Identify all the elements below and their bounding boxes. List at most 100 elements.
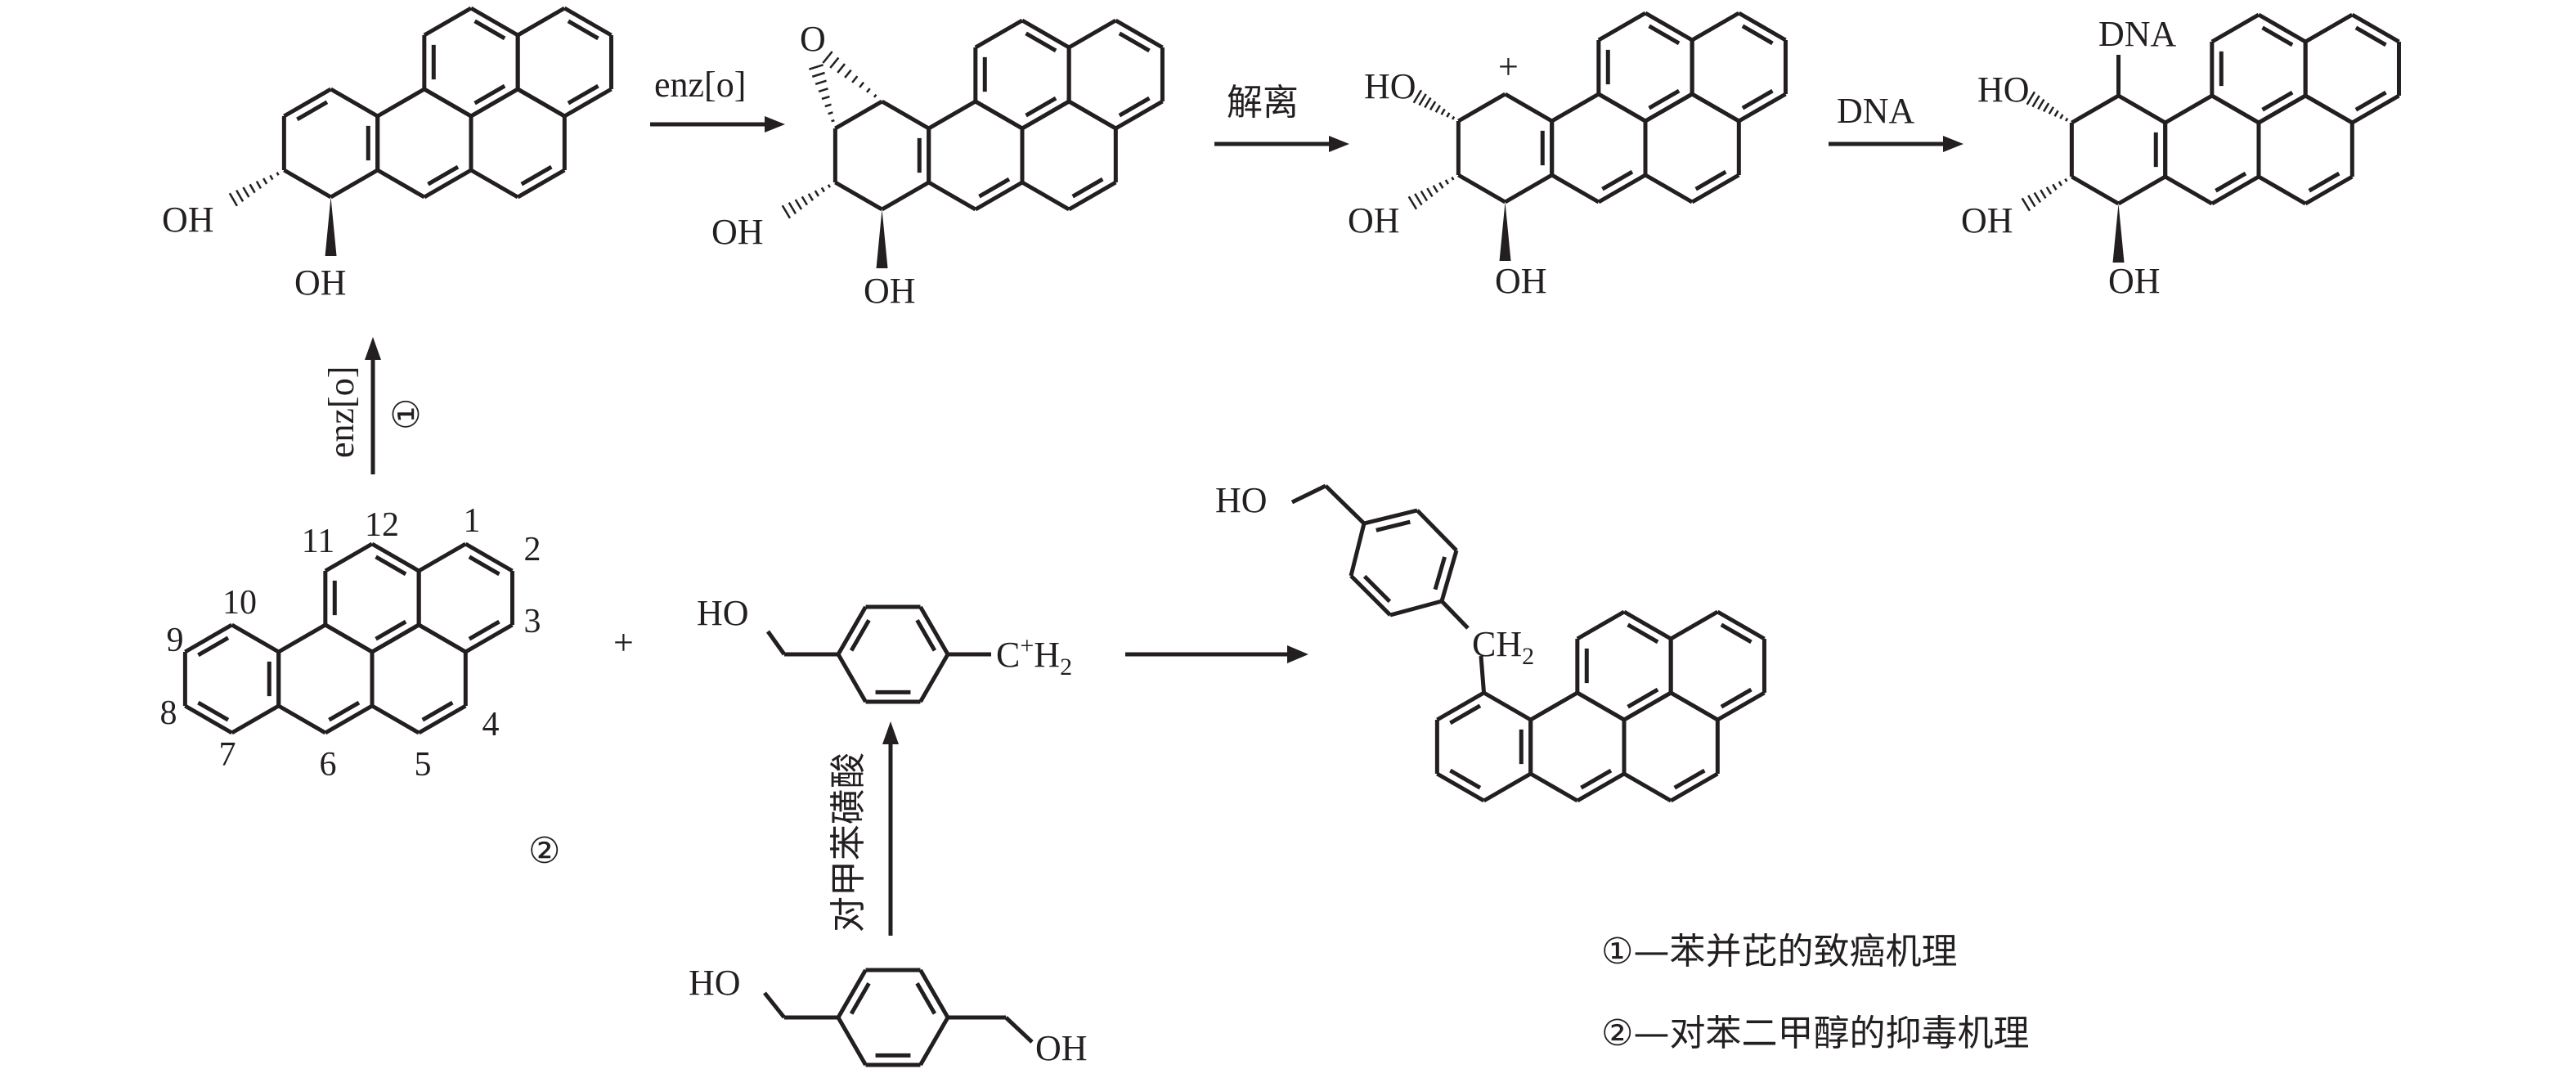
hash-stroke <box>821 95 830 101</box>
ring-bond <box>1067 180 1117 212</box>
ring-bond <box>1576 690 1626 722</box>
hash-stroke <box>1412 89 1423 104</box>
double-bond-line <box>2215 171 2247 193</box>
hash-stroke <box>811 71 825 78</box>
ring-bond <box>2210 93 2260 125</box>
hash-stroke <box>788 201 797 215</box>
product-ch: CH <box>1472 624 1522 664</box>
ring-bond <box>1669 771 1719 803</box>
ring-bond <box>324 541 374 573</box>
hash-stroke <box>1451 176 1455 181</box>
ring-bond <box>836 1016 868 1067</box>
product-ho: HO <box>1215 480 1268 520</box>
wedge-bond <box>1499 202 1511 261</box>
ring-bond <box>2210 174 2260 206</box>
ring-bond <box>1690 92 1740 124</box>
hash-stroke <box>1418 93 1427 106</box>
bond <box>1004 1016 1034 1044</box>
ring-bond <box>370 541 420 573</box>
ring-bond <box>330 87 379 119</box>
ring-bond <box>1644 11 1694 43</box>
ring-bond <box>231 622 280 654</box>
s2-epoxide-o: O <box>800 19 826 59</box>
hash-stroke <box>781 204 792 219</box>
hash-stroke <box>794 199 803 210</box>
arrows <box>370 121 1951 936</box>
position-number-3: 3 <box>524 603 541 640</box>
double-bond-line <box>1433 556 1447 591</box>
ring-bond <box>376 87 426 119</box>
hash-stroke <box>824 103 832 108</box>
ring-bond <box>1363 508 1418 526</box>
bond <box>1479 655 1487 694</box>
ring-bond <box>1597 11 1647 43</box>
ring-bond <box>1622 771 1672 803</box>
bond-lines <box>182 6 2401 1067</box>
ring-bond <box>836 653 868 703</box>
bond <box>1324 484 1366 525</box>
position-number-5: 5 <box>415 746 432 784</box>
ring-bond <box>1738 11 1787 43</box>
ring-bond <box>1416 509 1458 552</box>
double-bond-line <box>1673 768 1706 790</box>
ring-bond <box>974 180 1024 212</box>
double-bond-line <box>1449 703 1482 725</box>
s2-oh-wedge: OH <box>864 271 916 311</box>
hash-stroke <box>2033 191 2042 204</box>
hash-stroke <box>807 193 815 201</box>
cation-charge: + <box>1020 632 1034 659</box>
hashed-bond <box>228 172 280 207</box>
ring-bond <box>1349 574 1392 617</box>
hash-stroke <box>263 177 268 185</box>
arrow3-label: DNA <box>1837 91 1915 131</box>
ring-bond <box>330 168 379 200</box>
arrowhead <box>1329 136 1349 152</box>
ring-bond <box>927 180 977 212</box>
ring-bond <box>1067 99 1117 131</box>
hash-stroke <box>1420 190 1429 202</box>
ring-bond <box>974 18 1024 50</box>
ring-bond <box>231 703 280 735</box>
ring-bond <box>469 6 519 38</box>
ring-bond <box>2164 174 2214 206</box>
diol-oh: OH <box>1035 1028 1088 1068</box>
s3-oh-wedge: OH <box>1495 261 1547 301</box>
hash-stroke <box>2064 177 2068 182</box>
ring-bond <box>2257 12 2307 44</box>
double-bond-line <box>567 19 599 41</box>
hash-stroke <box>1444 179 1449 185</box>
ring-bond <box>423 168 473 200</box>
double-bond-line <box>197 636 230 658</box>
s2-oh-hash: OH <box>711 212 764 252</box>
ring-bond <box>974 99 1024 131</box>
hash-stroke <box>1414 193 1423 206</box>
arrowhead <box>765 116 785 133</box>
ring-bond <box>1439 550 1459 602</box>
ring-bond <box>918 605 950 656</box>
double-bond-line <box>1376 519 1411 532</box>
wedge-bond <box>325 197 337 256</box>
hashed-bond <box>809 64 835 123</box>
vertical-arrow-label: enz[o] <box>321 366 361 458</box>
hash-stroke <box>866 88 871 93</box>
double-bond-line <box>915 981 937 1015</box>
hash-stroke <box>269 174 274 181</box>
arrowhead <box>365 337 381 360</box>
ring-bond <box>516 168 566 200</box>
s4-ho-hash: HO <box>1977 70 2030 110</box>
plus-sign: + <box>613 622 634 663</box>
ring-bond <box>277 703 327 735</box>
double-bond-line <box>915 618 937 652</box>
double-bond-line <box>849 618 871 652</box>
hash-stroke <box>2058 181 2062 186</box>
hash-stroke <box>236 189 245 203</box>
ring-bond <box>1690 173 1740 204</box>
ring-bond <box>918 653 950 703</box>
arrow2-label: 解离 <box>1227 82 1299 124</box>
ring-bond <box>423 87 473 119</box>
double-bond-line <box>1720 622 1752 645</box>
ring-bond <box>2164 93 2214 125</box>
hash-stroke <box>1429 101 1437 111</box>
ring-bond <box>277 622 327 654</box>
